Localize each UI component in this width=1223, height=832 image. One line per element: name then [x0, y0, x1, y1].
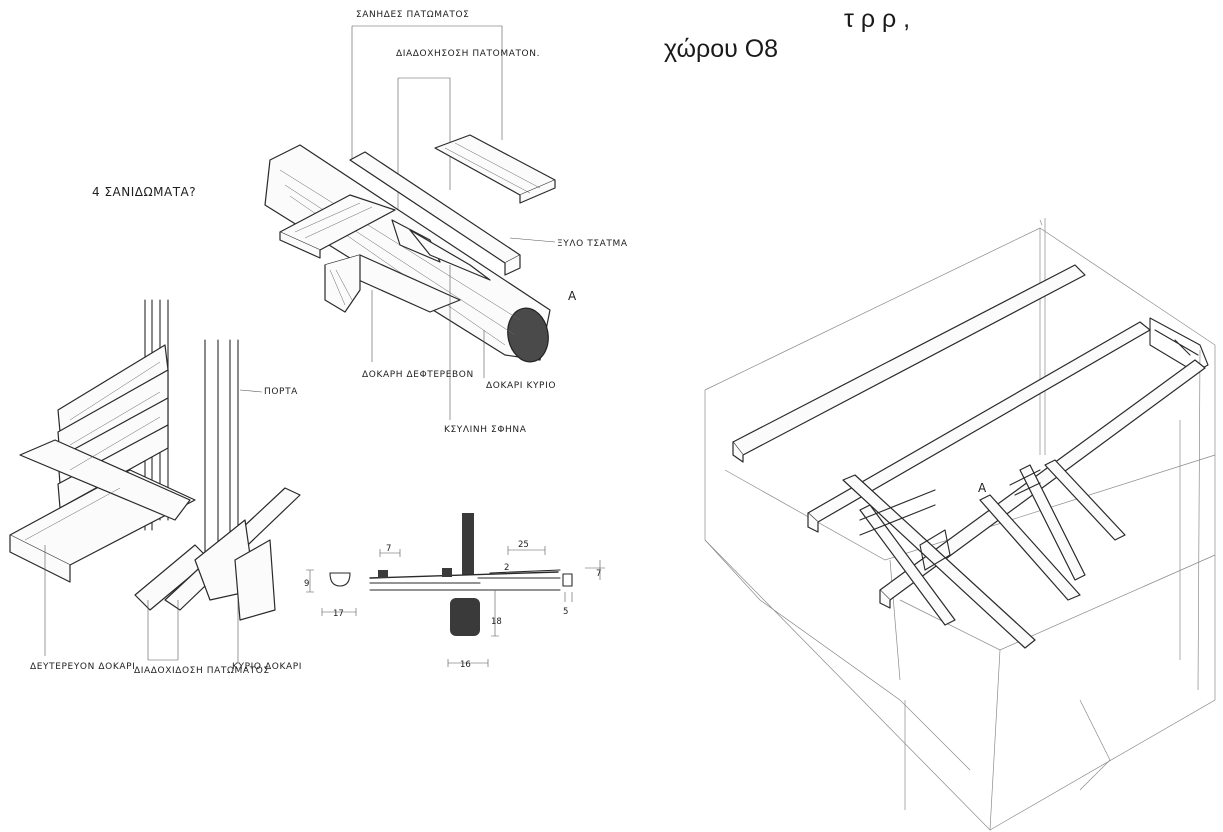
label-floor-succession: ΔΙΑΔΟΧΗΣΟΣΗ ΠΑΤΟΜΑΤΟΝ.	[396, 49, 540, 59]
dim-7: 7	[386, 544, 391, 554]
section-drawing: 25 2 7 9 17 18 5 16 7	[304, 513, 605, 670]
dim-5: 5	[563, 607, 568, 617]
note-four-boards: 4 ΣΑΝΙΔΩΜΑΤΑ?	[92, 185, 196, 199]
dim-18: 18	[491, 617, 502, 627]
label-main-beam-2: ΚΥΡΙΟ ΔΟΚΑΡΙ	[232, 662, 302, 672]
dim-top: 7	[596, 569, 601, 579]
label-main-beam: ΔΟΚΑΡΙ ΚΥΡΙΟ	[486, 381, 556, 391]
label-secondary-beam: ΔΟΚΑΡΗ ΔΕΦΤΕΡΕΒΟΝ	[362, 370, 474, 380]
dim-25: 25	[518, 540, 529, 550]
dim-16: 16	[460, 660, 471, 670]
room-perspective-sketch: A	[704, 218, 1216, 831]
dim-9: 9	[304, 579, 309, 589]
label-wooden-wedge: ΚΣΥΛΙΝΗ ΣΦΗΝΑ	[444, 425, 527, 435]
dim-2: 2	[504, 563, 509, 573]
label-secondary-beam-2: ΔΕΥΤΕΡΕΥΟΝ ΔΟΚΑΡΙ	[30, 662, 135, 672]
label-wood-insert: ΞΥΛΟ ΤΣΑΤΜΑ	[557, 239, 628, 249]
marker-a-right: A	[978, 481, 987, 495]
caption-line-2: χώρου Ο8	[664, 35, 779, 63]
caption: τ ρ ρ , χώρου Ο8	[664, 4, 910, 64]
wall-joint-sketch: ΠΟΡΤΑ ΔΕΥΤΕΡΕΥΟΝ ΔΟΚΑΡΙ ΔΙΑΔΟΧΙΔΟΣΗ ΠΑΤΩ…	[9, 299, 302, 676]
label-door: ΠΟΡΤΑ	[264, 387, 298, 397]
caption-line-1: τ ρ ρ ,	[844, 5, 911, 33]
label-floor-boards: ΣΑΝΗΔΕΣ ΠΑΤΩΜΑΤΟΣ	[356, 10, 469, 20]
label-floor-succession-2: ΔΙΑΔΟΧΙΔΟΣΗ ΠΑΤΩΜΑΤΟΣ	[134, 666, 270, 676]
marker-a-top: A	[568, 289, 577, 303]
joint-detail-sketch: ΣΑΝΗΔΕΣ ΠΑΤΩΜΑΤΟΣ ΔΙΑΔΟΧΗΣΟΣΗ ΠΑΤΟΜΑΤΟΝ.…	[264, 10, 628, 435]
dim-17: 17	[333, 609, 344, 619]
